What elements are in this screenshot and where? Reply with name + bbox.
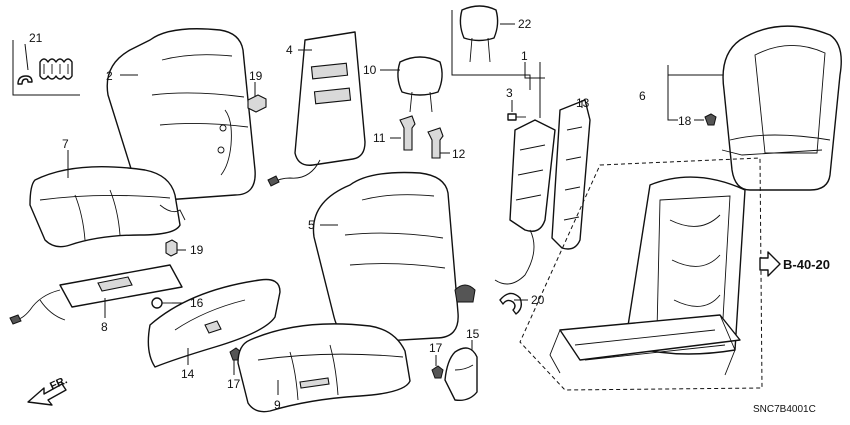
callout-22: 22 <box>518 17 532 31</box>
part-19-clip-upper <box>247 82 267 113</box>
part-1-side-airbag-assembly <box>454 62 556 303</box>
callout-12: 12 <box>452 147 466 161</box>
callout-9: 9 <box>274 398 281 412</box>
callout-18: 18 <box>678 114 692 128</box>
seat-frame-assembly <box>519 157 763 391</box>
callout-17-left: 17 <box>227 377 241 391</box>
part-2-seat-back-cover <box>106 28 256 201</box>
callout-13: 13 <box>576 96 590 110</box>
part-4-seat-back-panel <box>267 31 366 187</box>
callout-5: 5 <box>308 218 315 232</box>
callout-15: 15 <box>466 327 480 341</box>
part-19-clip-lower <box>165 239 186 257</box>
part-15-recliner-cover <box>444 340 478 402</box>
callout-1: 1 <box>521 49 528 63</box>
callout-2: 2 <box>106 69 113 83</box>
callout-6: 6 <box>639 89 646 103</box>
callout-19-upper: 19 <box>249 69 263 83</box>
callout-7: 7 <box>62 137 69 151</box>
part-9-seat-cushion-pad <box>237 323 411 413</box>
part-11-headrest-guide <box>390 115 416 151</box>
callout-4: 4 <box>286 43 293 57</box>
part-8-seat-mat-harness <box>9 264 183 325</box>
part-5-seat-back-pad <box>312 171 459 343</box>
diagram-code: SNC7B4001C <box>753 404 816 415</box>
part-7-seat-cushion-cover <box>29 150 186 248</box>
callout-19-lower: 19 <box>190 243 204 257</box>
callout-17-center: 17 <box>429 341 443 355</box>
part-12-headrest-guide-lock <box>427 127 450 159</box>
callout-21: 21 <box>29 31 43 45</box>
callout-11: 11 <box>373 131 386 145</box>
callout-20: 20 <box>531 293 545 307</box>
callout-3: 3 <box>506 86 513 100</box>
callout-14: 14 <box>181 367 195 381</box>
callout-16: 16 <box>190 296 204 310</box>
part-22-headrest-assembly <box>451 5 531 90</box>
part-10-headrest <box>380 56 443 113</box>
callout-8: 8 <box>101 320 108 334</box>
part-21-clip-set <box>12 40 80 96</box>
front-direction-arrow <box>27 383 67 406</box>
part-13-side-frame-panel <box>551 99 591 250</box>
part-17-clip-center <box>431 355 444 379</box>
part-14-side-trim-cover <box>147 278 281 368</box>
part-20-harness-clip <box>499 292 528 315</box>
callout-10: 10 <box>363 63 377 77</box>
part-6-seat-back-frame <box>667 25 842 191</box>
part-3-bolt <box>507 100 526 121</box>
reference-arrow <box>759 251 781 277</box>
reference-label: B-40-20 <box>783 257 830 272</box>
part-18-clip <box>694 113 717 126</box>
